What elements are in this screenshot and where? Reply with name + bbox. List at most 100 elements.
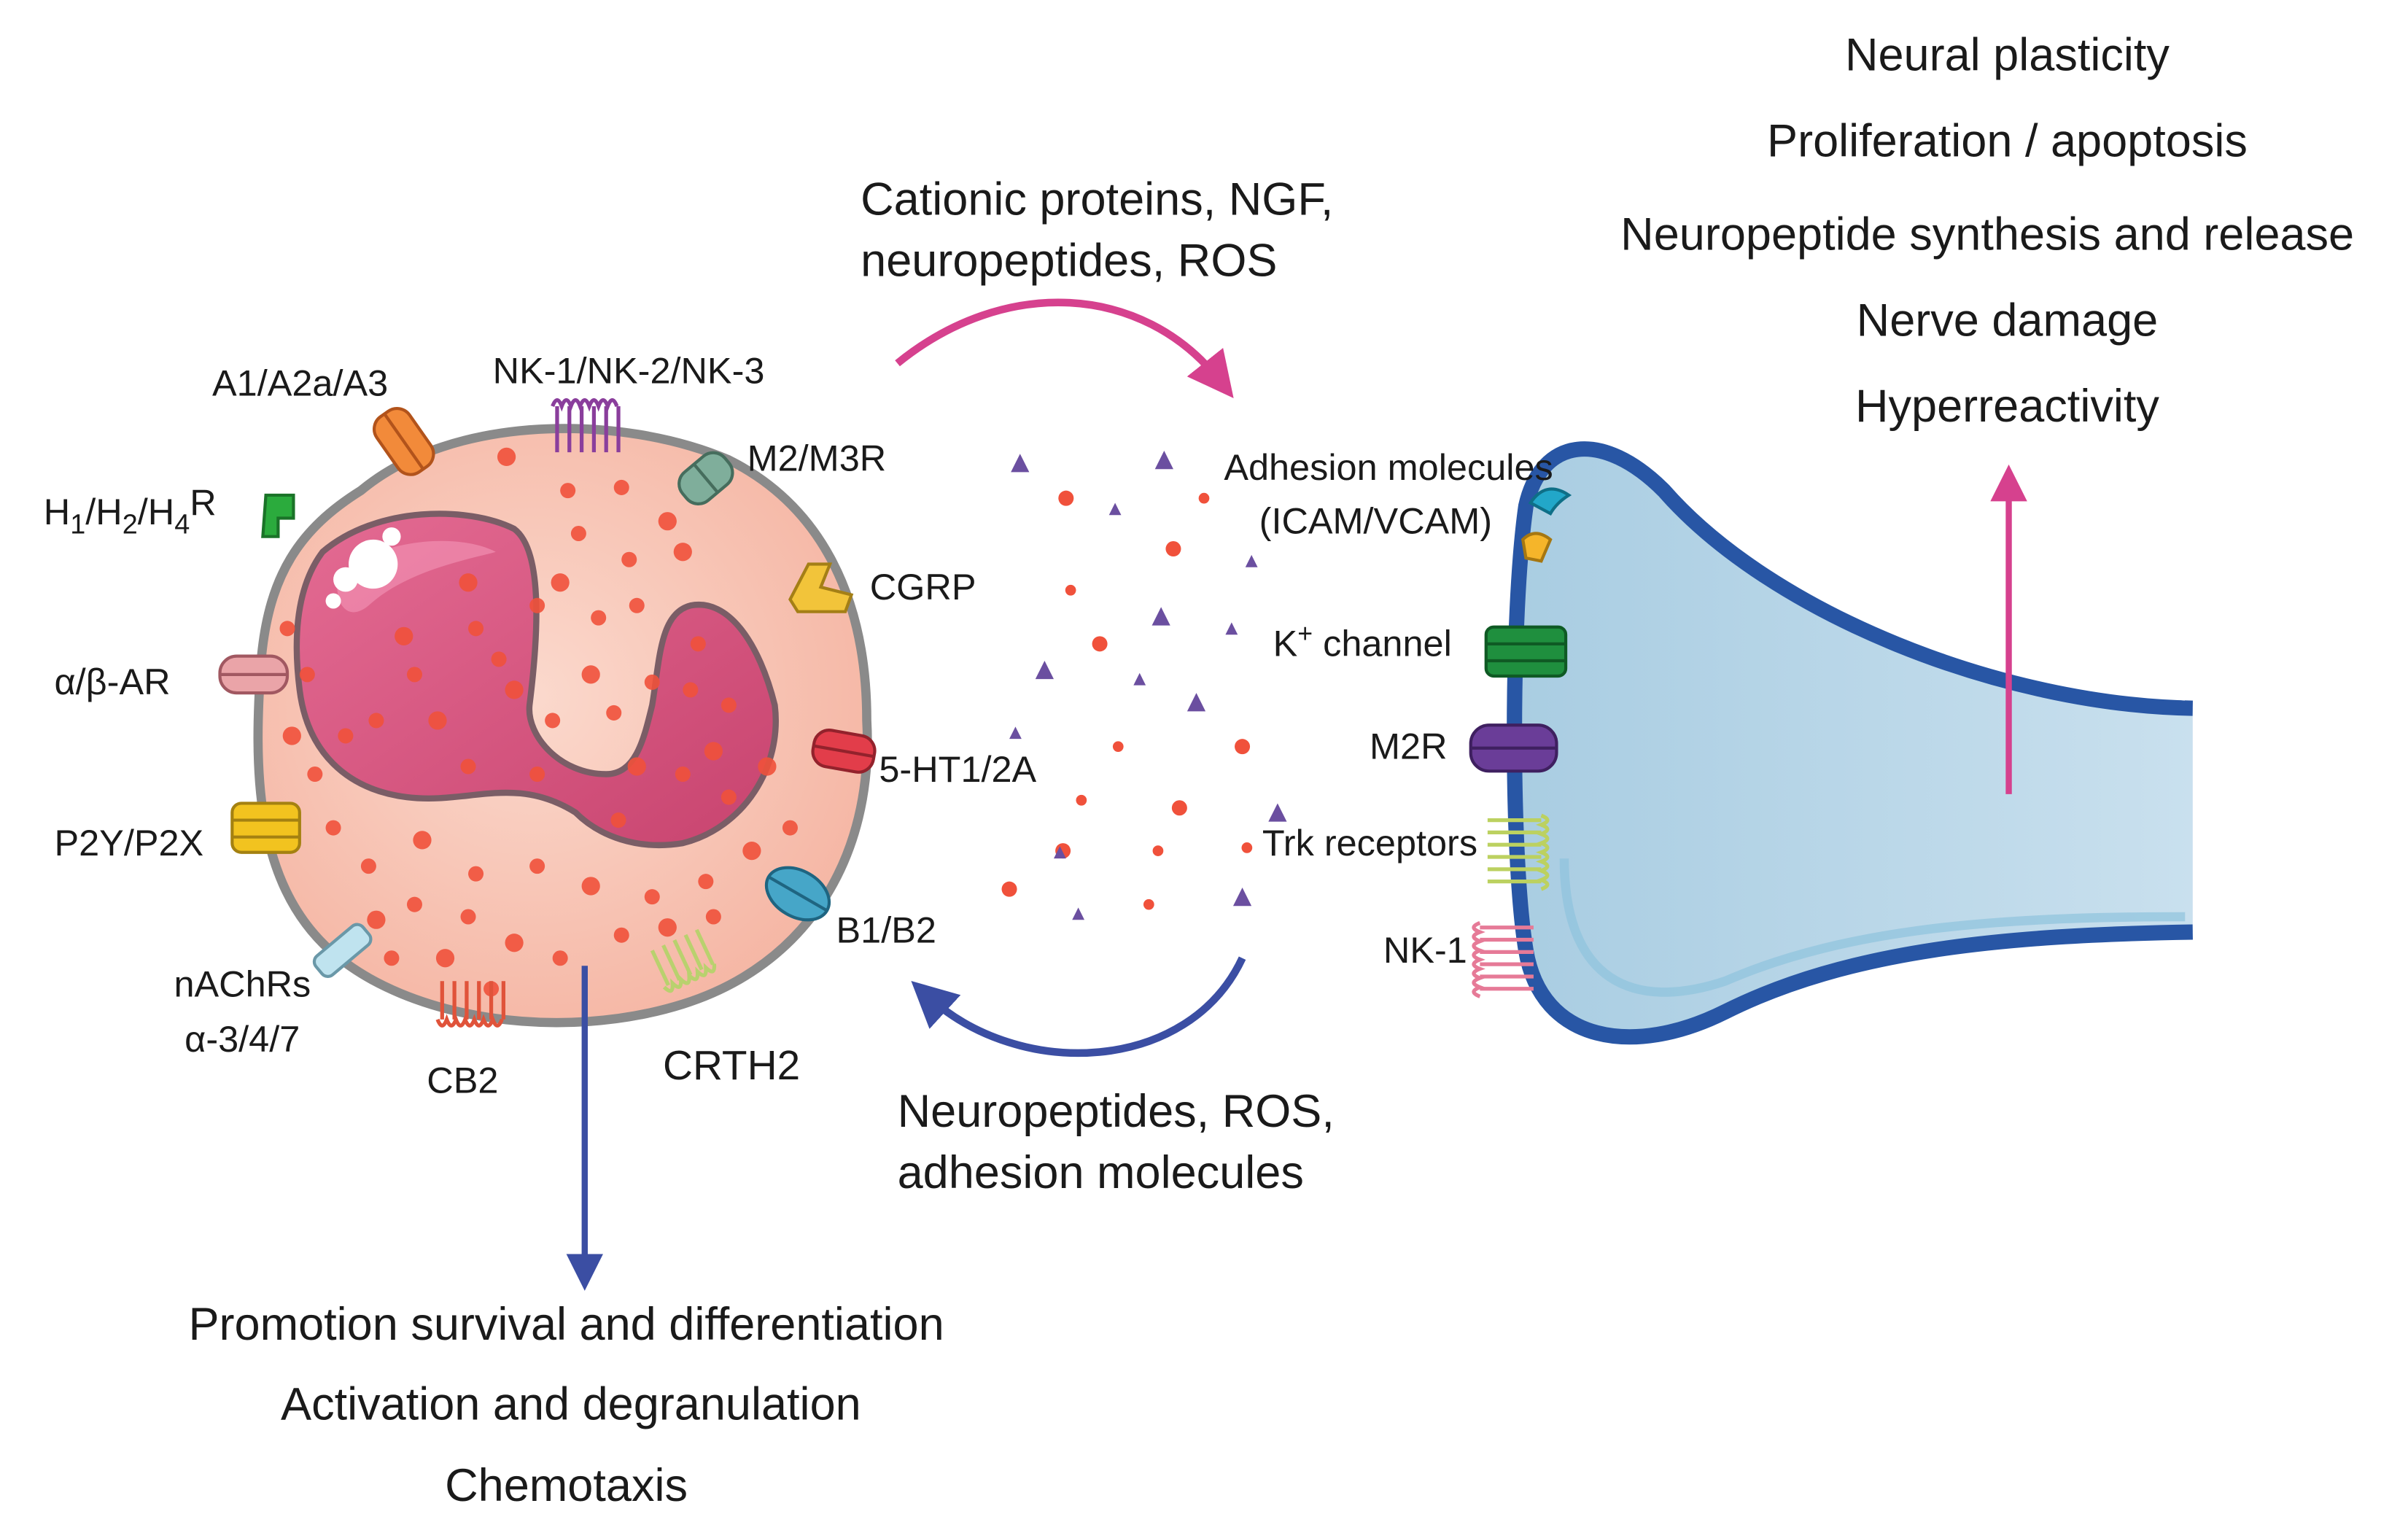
granule (460, 909, 476, 925)
mediator-dot (1092, 636, 1108, 652)
nerve-effect-item: Nerve damage (1857, 295, 2159, 346)
vacuole (333, 567, 358, 592)
mediator-dot (1076, 794, 1087, 806)
granule (721, 697, 737, 713)
granule (613, 479, 629, 495)
label-k-channel: K+ channel (1273, 619, 1452, 664)
granules (279, 447, 798, 997)
mediator-triangle (1009, 726, 1022, 740)
label-to-cell-line1: Neuropeptides, ROS, (898, 1086, 1335, 1137)
granule (629, 597, 645, 613)
granule (367, 910, 386, 929)
receptor-purinergic (230, 802, 301, 854)
vacuole (325, 593, 341, 609)
granule (683, 682, 699, 698)
label-trk: Trk receptors (1262, 822, 1477, 863)
receptor-adrenergic (218, 654, 290, 695)
mediator-triangle (1154, 450, 1173, 470)
granule (758, 757, 777, 776)
mediator-triangle (1232, 888, 1252, 907)
label-bradykinin: B1/B2 (836, 909, 936, 951)
mediator-triangle (1035, 660, 1055, 680)
label-to-nerve-line2: neuropeptides, ROS (861, 235, 1277, 286)
mediator-dot (1165, 541, 1181, 557)
granule (529, 858, 545, 874)
mediator-triangle (1054, 846, 1066, 859)
nerve-terminal (1507, 441, 2193, 1045)
mediator-triangle (1108, 502, 1122, 516)
label-to-nerve-line1: Cationic proteins, NGF, (861, 174, 1333, 225)
mediator-dot (1198, 492, 1210, 504)
label-adhesion-line1: Adhesion molecules (1224, 446, 1553, 488)
receptor-cgrp (788, 562, 854, 613)
nerve-membrane (1507, 441, 2193, 1045)
nerve-effect-item: Neuropeptide synthesis and release (1620, 209, 2354, 260)
mediator-triangle (1133, 672, 1146, 686)
label-nk-receptors: NK-1/NK-2/NK-3 (493, 350, 765, 392)
granule (551, 573, 570, 592)
granule (435, 949, 455, 968)
label-nerve-nk1: NK-1 (1383, 929, 1467, 971)
label-adhesion-line2: (ICAM/VCAM) (1259, 500, 1492, 541)
label-m2r: M2R (1370, 725, 1448, 766)
mediator-dot (1235, 739, 1251, 755)
cell-effect-item: Promotion survival and differentiation (188, 1299, 944, 1350)
granule (529, 766, 545, 783)
granule (591, 610, 607, 626)
receptor-cb2 (435, 981, 506, 1028)
granule (505, 934, 524, 952)
label-cb2: CB2 (427, 1060, 498, 1101)
vacuole (382, 527, 401, 546)
label-purinergic: P2Y/P2X (55, 822, 204, 863)
arrow-cell-to-nerve (895, 298, 1234, 398)
mediator-triangle (1151, 607, 1170, 626)
receptor-bradykinin (764, 866, 831, 922)
granule (658, 512, 677, 531)
label-histamine: H1/H2/H4R (44, 481, 217, 540)
cell-effect-item: Chemotaxis (445, 1460, 688, 1511)
granule (613, 927, 629, 943)
granule (690, 636, 706, 652)
label-m2m3r: M2/M3R (747, 437, 887, 478)
granule (644, 674, 660, 690)
eosinophil-cell (253, 424, 872, 1028)
granule (428, 711, 447, 730)
granule (279, 621, 295, 637)
vacuole (349, 539, 398, 589)
receptor-a1a2aa3 (373, 406, 435, 476)
granule (395, 626, 413, 645)
label-crth2: CRTH2 (663, 1043, 800, 1089)
granule (545, 713, 561, 729)
granule (644, 889, 660, 905)
receptor-nerve-nk1 (1472, 920, 1534, 998)
receptor-histamine (261, 493, 295, 538)
mediator-triangle (1225, 622, 1238, 635)
granule (468, 866, 484, 882)
label-a1a2aa3: A1/A2a/A3 (212, 362, 388, 403)
label-adrenergic: α/β-AR (55, 661, 171, 702)
nerve-effect-item: Hyperreactivity (1855, 381, 2159, 432)
nerve-effect-item: Neural plasticity (1845, 30, 2170, 81)
mediator-dot (1143, 899, 1154, 910)
nerve-effects-list: Neural plasticity Proliferation / apopto… (1620, 30, 2354, 432)
mediator-dot (1058, 490, 1074, 506)
cell-effect-item: Activation and degranulation (281, 1378, 861, 1429)
granule (581, 665, 600, 684)
label-nachr-line1: nAChRs (174, 963, 311, 1004)
granule (742, 841, 761, 861)
granule (627, 757, 646, 776)
granule (705, 909, 721, 925)
label-to-cell-line2: adhesion molecules (898, 1147, 1304, 1198)
mediator-triangle (1072, 907, 1085, 920)
granule (413, 831, 432, 850)
cell-effects-list: Promotion survival and differentiation A… (188, 1299, 944, 1511)
granule (570, 525, 586, 542)
granule (384, 950, 400, 966)
granule (497, 447, 516, 467)
granule (360, 858, 376, 874)
granule (621, 551, 637, 567)
granule (406, 667, 422, 683)
granule (460, 758, 476, 775)
label-nachr-line2: α-3/4/7 (185, 1018, 300, 1060)
granule (307, 766, 323, 783)
